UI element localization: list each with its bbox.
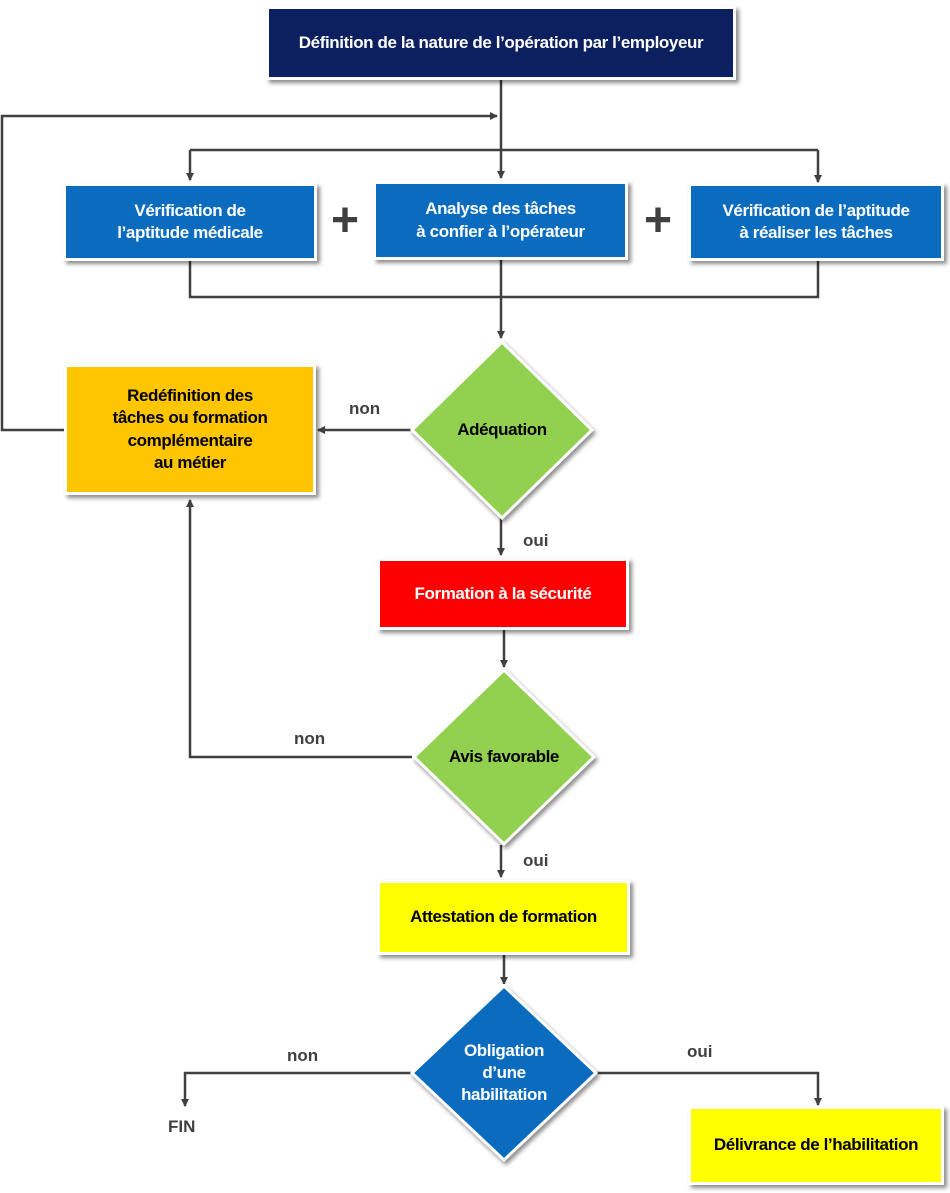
node-fin: FIN — [168, 1117, 196, 1136]
label-adequation-non: non — [349, 399, 381, 418]
connector-obligation-oui — [597, 1071, 822, 1106]
label-obligation-oui: oui — [687, 1042, 713, 1061]
node-delivrance: Délivrance de l’habilitation — [688, 1106, 944, 1185]
diamond-obligation-label: Obligation d’une habilitation — [461, 1040, 547, 1105]
node-analyse-taches: Analyse des tâches à confier à l’opérate… — [373, 181, 628, 260]
node-definition-label: Définition de la nature de l’opération p… — [298, 32, 704, 52]
label-avis-oui: oui — [523, 851, 549, 870]
node-redefinition: Redéfinition des tâches ou formation com… — [64, 364, 316, 495]
node-attestation: Attestation de formation — [377, 880, 630, 955]
label-adequation-oui: oui — [523, 531, 549, 550]
diamond-adequation-label: Adéquation — [457, 419, 547, 439]
connector-obligation-non — [181, 1071, 412, 1107]
node-verif-medicale: Vérification de l’aptitude médicale — [63, 183, 317, 261]
node-formation-securite-label: Formation à la sécurité — [414, 583, 592, 603]
label-avis-non: non — [294, 729, 326, 748]
connector-avis-non — [186, 499, 412, 759]
node-formation-securite: Formation à la sécurité — [377, 558, 629, 630]
node-verif-aptitude-label: Vérification de l’aptitude à réaliser le… — [722, 200, 910, 242]
node-attestation-label: Attestation de formation — [410, 907, 597, 927]
plus-operator-1: + — [331, 194, 360, 247]
diamond-obligation-shape — [409, 983, 599, 1163]
node-verif-medicale-label: Vérification de l’aptitude médicale — [117, 200, 263, 242]
diamond-avis-label: Avis favorable — [449, 746, 559, 766]
diamond-adequation-shape — [409, 339, 595, 521]
plus-operator-2: + — [644, 194, 673, 247]
node-verif-aptitude: Vérification de l’aptitude à réaliser le… — [688, 183, 944, 261]
diamond-avis-shape — [411, 667, 597, 847]
connector-redefinition-loop — [0, 112, 498, 432]
node-delivrance-label: Délivrance de l’habilitation — [713, 1135, 919, 1155]
node-definition: Définition de la nature de l’opération p… — [266, 6, 736, 80]
connector-merge-bar — [188, 260, 820, 299]
node-analyse-taches-label: Analyse des tâches à confier à l’opérate… — [416, 199, 585, 241]
node-redefinition-label: Redéfinition des tâches ou formation com… — [112, 386, 268, 472]
label-obligation-non: non — [287, 1046, 319, 1065]
